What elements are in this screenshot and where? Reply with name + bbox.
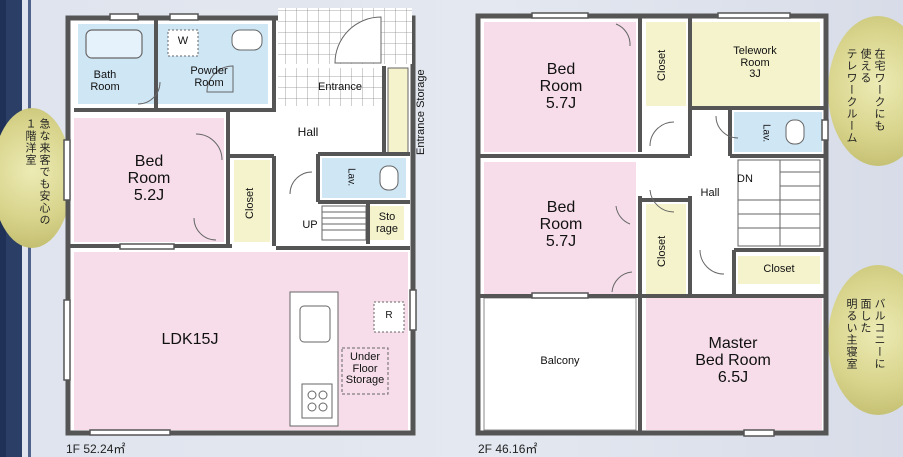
label-bedroom-a: Bed Room 5.7J [539, 61, 583, 112]
refrigerator-icon [373, 301, 405, 333]
stairs-2f [737, 159, 821, 247]
label-lav-2f: Lav. [760, 123, 772, 143]
washer-icon [167, 29, 199, 57]
label-bedroom-1f: Bed Room 5.2J [127, 153, 171, 204]
label-closet-a: Closet [656, 49, 668, 81]
label-closet-c: Closet [763, 263, 795, 275]
label-closet-1f: Closet [244, 187, 256, 219]
callout-right-bottom-text: バルコニーに面した明るい主寝室 [845, 298, 885, 370]
bathtub-icon [85, 29, 143, 59]
label-refrigerator: R [385, 310, 393, 321]
stove-icon [301, 383, 333, 419]
label-up: UP [302, 219, 318, 231]
underfloor-storage [341, 347, 389, 395]
label-bedroom-b: Bed Room 5.7J [539, 199, 583, 250]
label-washer: W [177, 35, 189, 47]
closet-1f [234, 160, 270, 242]
callout-right-top-text: 在宅ワークにも使えるテレワークルーム [845, 48, 885, 144]
label-hall-1f: Hall [297, 125, 319, 139]
label-telework-room: Telework Room 3J [733, 45, 777, 81]
label-master-bedroom: Master Bed Room 6.5J [695, 335, 771, 386]
label-underfloor-storage: Under Floor Storage [345, 351, 385, 387]
floor2-area: 2F 46.16㎡ [478, 442, 538, 456]
callout-right-top-bubble [828, 16, 903, 166]
storage-1f [370, 206, 404, 240]
ldk [74, 252, 408, 430]
bedroom-a [484, 22, 636, 152]
floor1-plan [63, 8, 417, 436]
entrance-tiles [278, 68, 382, 106]
label-hall-2f: Hall [700, 187, 720, 199]
left-edge-stripe [0, 0, 6, 457]
floor2-walls [480, 18, 824, 431]
label-entrance: Entrance [317, 81, 363, 93]
closet-b [646, 204, 686, 294]
label-bath-room: Bath Room [90, 69, 120, 93]
bedroom-b [484, 162, 636, 294]
callout-left-bubble [0, 108, 72, 248]
stairs-1f [321, 205, 367, 241]
callout-right-bottom-bubble [828, 265, 903, 415]
floor2-plan [475, 12, 829, 437]
label-powder-room: Powder Room [190, 65, 228, 89]
floor1-area: 1F 52.24㎡ [66, 442, 126, 456]
telework-room [690, 22, 820, 106]
lav-2f [734, 112, 822, 152]
master-bedroom [646, 294, 822, 430]
label-dn: DN [737, 173, 753, 185]
sink-icon [299, 305, 331, 343]
toilet-icon [231, 29, 263, 51]
bedroom-1f [74, 118, 224, 242]
entrance-storage [387, 67, 409, 155]
label-entrance-storage: Entrance Storage [415, 69, 427, 155]
closet-a [646, 22, 686, 106]
balcony [483, 297, 637, 431]
label-storage-1f: Sto rage [375, 211, 399, 235]
closet-c [738, 256, 820, 284]
label-ldk: LDK15J [161, 331, 219, 348]
label-closet-b: Closet [656, 235, 668, 267]
label-lav-1f: Lav. [345, 167, 357, 187]
label-balcony: Balcony [540, 355, 580, 367]
